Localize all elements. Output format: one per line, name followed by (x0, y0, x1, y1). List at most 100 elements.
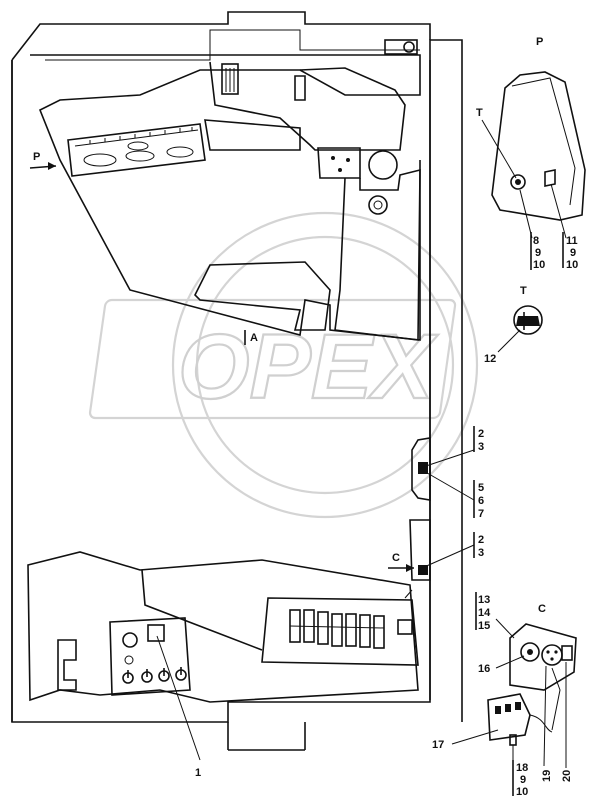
callout-15-label: 15 (478, 620, 490, 632)
leader-11-9-10 (550, 183, 567, 239)
callout-11-9-10: 11 9 10 (562, 232, 578, 271)
callout-2-3-b: 2 3 (473, 532, 484, 559)
column-clip (294, 75, 306, 101)
cab-outer-outline (11, 39, 463, 723)
gauge-dial-2 (125, 150, 155, 162)
view-c-clip-20 (561, 645, 573, 661)
leader-1 (156, 635, 201, 761)
leader-5-6-7 (421, 469, 475, 501)
callout-8-label: 8 (533, 235, 539, 247)
leader-19 (543, 665, 547, 767)
steering-column (209, 39, 421, 341)
callout-9-label: 9 (535, 247, 541, 259)
gauge-scale-ticks (89, 127, 193, 144)
upper-dashboard-panel (30, 54, 421, 341)
callout-18-9-10: 18 9 10 (512, 760, 528, 798)
fuse-row (289, 609, 385, 649)
upper-dashboard-trim (45, 29, 420, 61)
callout-19-label: 19 (541, 770, 553, 782)
callout-2-3-a: 2 3 (473, 426, 484, 453)
cab-assembly: P A C (11, 11, 463, 751)
view-c-socket-19 (541, 644, 563, 666)
leader-13-14-15 (495, 618, 515, 639)
switch-panel-gauge (122, 632, 138, 648)
callout-6-label: 6 (478, 495, 484, 507)
column-knob (368, 195, 388, 215)
view-p-t-leader (481, 119, 517, 179)
switch-panel-lamp (124, 655, 134, 665)
callout-18-label: 18 (516, 762, 528, 774)
view-marker-p: P (29, 151, 57, 170)
leader-16 (495, 655, 525, 669)
callout-13-14-15: 13 14 15 (475, 592, 491, 632)
lower-console-outline (27, 551, 419, 703)
callout-16: 16 (478, 663, 490, 675)
callout-10c-label: 10 (516, 786, 528, 798)
fuse-box-relay (397, 619, 413, 635)
detail-view-c: C (451, 603, 577, 768)
watermark-plate (88, 298, 457, 420)
callout-10b-label: 10 (566, 259, 578, 271)
leader-2-3-a (419, 449, 475, 469)
gauge-cluster (67, 123, 206, 177)
column-top-mount (384, 39, 418, 55)
view-c-bracket (509, 623, 577, 691)
callout-7-label: 7 (478, 508, 484, 520)
console-divider (141, 569, 263, 651)
callout-10-label: 10 (533, 259, 545, 271)
view-marker-c: C (388, 552, 414, 572)
callout-12-label: 12 (484, 353, 496, 365)
side-latch-pin (418, 462, 428, 474)
gauge-dial-1 (83, 153, 117, 167)
watermark: OPEX (88, 211, 479, 519)
gauge-cluster-bezel (67, 123, 206, 177)
leader-12 (497, 329, 521, 353)
gauge-scale-line (74, 129, 199, 147)
view-p-clip (544, 169, 556, 187)
callout-5-6-7: 5 6 7 (473, 480, 484, 520)
switch-panel-button (147, 624, 165, 642)
detail-view-t: T (497, 285, 543, 353)
gauge-dial-4 (127, 141, 149, 151)
view-p-socket (510, 174, 526, 190)
callout-3b-label: 3 (478, 547, 484, 559)
view-p-housing (491, 71, 586, 221)
callout-17-label: 17 (432, 739, 444, 751)
column-upper-housing (209, 61, 406, 151)
view-c-connector-17 (487, 693, 531, 741)
callout-19: 19 (541, 770, 553, 782)
callout-20: 20 (561, 770, 573, 782)
view-c-cable (529, 714, 553, 733)
callout-11-label: 11 (566, 235, 578, 247)
toggle-switch-row (122, 667, 187, 684)
view-c-title: C (538, 603, 546, 615)
detail-view-p: P T (476, 36, 586, 239)
callout-12: 12 (484, 353, 496, 365)
column-switch-plate (317, 147, 361, 179)
callout-5-label: 5 (478, 482, 484, 494)
callout-9b-label: 9 (570, 247, 576, 259)
watermark-logo-text: OPEX (178, 316, 438, 418)
view-p-title: P (536, 36, 543, 48)
callout-17: 17 (432, 739, 444, 751)
callout-20-label: 20 (561, 770, 573, 782)
pedal-plate (194, 261, 331, 331)
column-ignition (368, 150, 398, 180)
display-strip (204, 119, 301, 151)
watermark-gear-inner (195, 235, 455, 495)
fuse-box (261, 597, 419, 666)
callout-2-label: 2 (478, 428, 484, 440)
svg-text:C: C (392, 552, 400, 564)
leader-8-9-10 (519, 189, 533, 239)
view-marker-a: A (244, 330, 258, 345)
view-t-plug (516, 316, 540, 326)
console-bracket (57, 639, 77, 691)
callout-14-label: 14 (478, 607, 491, 619)
watermark-gear-ring (171, 211, 479, 519)
lower-console (27, 551, 419, 703)
column-lower-housing (334, 168, 421, 341)
view-c-socket-16 (520, 642, 540, 662)
cab-top-outline (11, 11, 431, 61)
